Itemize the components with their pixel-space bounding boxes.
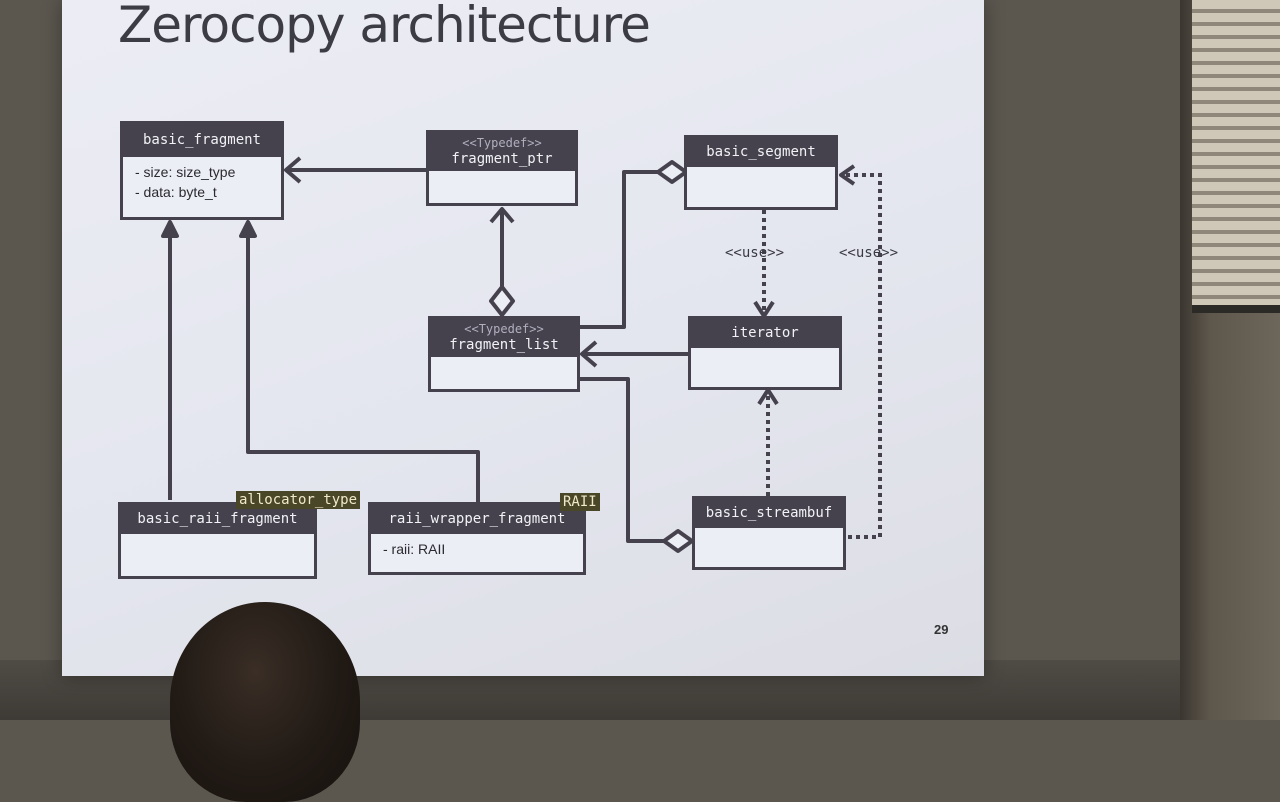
arrowhead [239, 220, 257, 238]
arrowhead [284, 156, 302, 184]
class-basic-segment: basic_segment [684, 135, 838, 210]
class-stereotype: <<Typedef>> [462, 136, 542, 150]
uml-connectors [161, 156, 882, 553]
template-parameter-tag: allocator_type [236, 491, 361, 509]
arrowhead [839, 164, 856, 186]
class-fragment-ptr: <<Typedef>> fragment_ptr [426, 130, 578, 206]
aggregation-diamond [489, 285, 515, 317]
class-attribute: - size: size_type [135, 164, 236, 180]
use-label: <<use>> [839, 245, 899, 261]
class-name: basic_streambuf [705, 505, 833, 521]
audience-head [170, 602, 360, 802]
class-name: basic_segment [706, 144, 816, 160]
aggregation-diamond [662, 529, 694, 553]
arrowhead [580, 340, 598, 368]
class-name: basic_raii_fragment [137, 511, 298, 527]
arrowhead [757, 388, 779, 406]
class-raii-wrapper-fragment: raii_wrapper_fragment - raii: RAII [368, 502, 586, 575]
aggregation-list-segment [580, 170, 658, 329]
window-blinds [1192, 0, 1280, 313]
class-iterator: iterator [688, 316, 842, 390]
projected-slide: Zerocopy architecture [62, 0, 984, 676]
inherit-wrapper-to-fragment [246, 225, 480, 502]
class-name: fragment_ptr [451, 151, 553, 167]
class-basic-streambuf: basic_streambuf [692, 496, 846, 570]
slide-title: Zerocopy architecture [118, 0, 651, 54]
slide-page-number: 29 [934, 622, 949, 637]
class-name: basic_fragment [142, 132, 261, 148]
use-label: <<use>> [725, 245, 785, 261]
class-basic-fragment: basic_fragment - size: size_type - data:… [120, 121, 284, 220]
class-stereotype: <<Typedef>> [464, 322, 544, 336]
aggregation-diamond [656, 160, 688, 184]
class-basic-raii-fragment: basic_raii_fragment [118, 502, 317, 579]
class-attribute: - data: byte_t [135, 184, 217, 200]
aggregation-list-streambuf [580, 377, 666, 543]
arrowhead [161, 220, 179, 238]
class-fragment-list: <<Typedef>> fragment_list [428, 316, 580, 392]
template-parameter-tag: RAII [560, 493, 600, 511]
use-streambuf-segment [844, 173, 882, 539]
arrowhead [489, 207, 515, 224]
class-name: iterator [731, 325, 799, 341]
class-name: fragment_list [449, 337, 559, 353]
class-attribute: - raii: RAII [383, 541, 446, 557]
class-name: raii_wrapper_fragment [388, 511, 566, 527]
